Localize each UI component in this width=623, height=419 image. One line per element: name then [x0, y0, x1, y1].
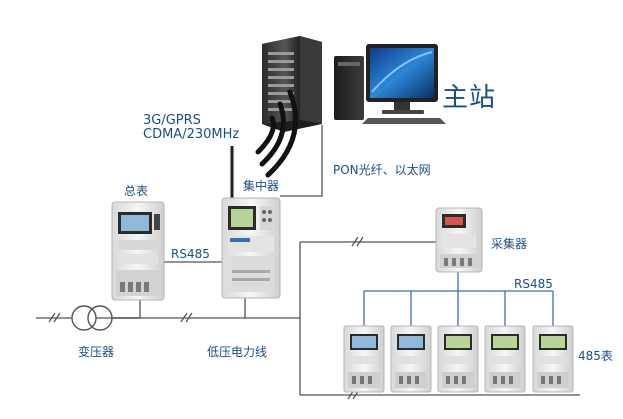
- slash-mark: [48, 312, 56, 323]
- lv-power-line-label: 低压电力线: [207, 345, 268, 359]
- main-station-label: 主站: [442, 83, 497, 113]
- rs485-left-label: RS485: [171, 247, 210, 261]
- slash-mark: [351, 236, 359, 247]
- master-meter-device: [111, 201, 165, 301]
- meter-485-4: [484, 325, 526, 393]
- master-meter-label: 总表: [124, 184, 149, 198]
- fiber-ethernet-label: PON光纤、以太网: [333, 163, 431, 177]
- rs485-right-label: RS485: [514, 277, 553, 291]
- concentrator-label: 集中器: [243, 179, 280, 193]
- meter-485-5: [532, 325, 574, 393]
- wireless-signal-icon: [255, 89, 299, 178]
- slash-mark: [356, 236, 364, 247]
- transformer-label: 变压器: [78, 345, 115, 359]
- rs485-bus: [363, 270, 554, 326]
- transformer-symbol-icon: [71, 305, 140, 331]
- wireless-protocols-line1: 3G/GPRS: [143, 113, 201, 128]
- meters-485-label: 485表: [578, 349, 613, 363]
- meter-485-2: [390, 325, 432, 393]
- concentrator-device: [221, 146, 281, 299]
- slash-mark: [180, 312, 188, 323]
- fiber-link: [280, 125, 323, 197]
- wireless-protocols-line2: CDMA/230MHz: [143, 127, 240, 142]
- collector-label: 采集器: [491, 237, 528, 251]
- slash-mark: [185, 312, 193, 323]
- meter-485-1: [343, 325, 385, 393]
- meter-485-3: [437, 325, 479, 393]
- collector-device: [435, 207, 483, 273]
- desktop-computer-icon: [334, 44, 446, 124]
- slash-mark: [53, 312, 61, 323]
